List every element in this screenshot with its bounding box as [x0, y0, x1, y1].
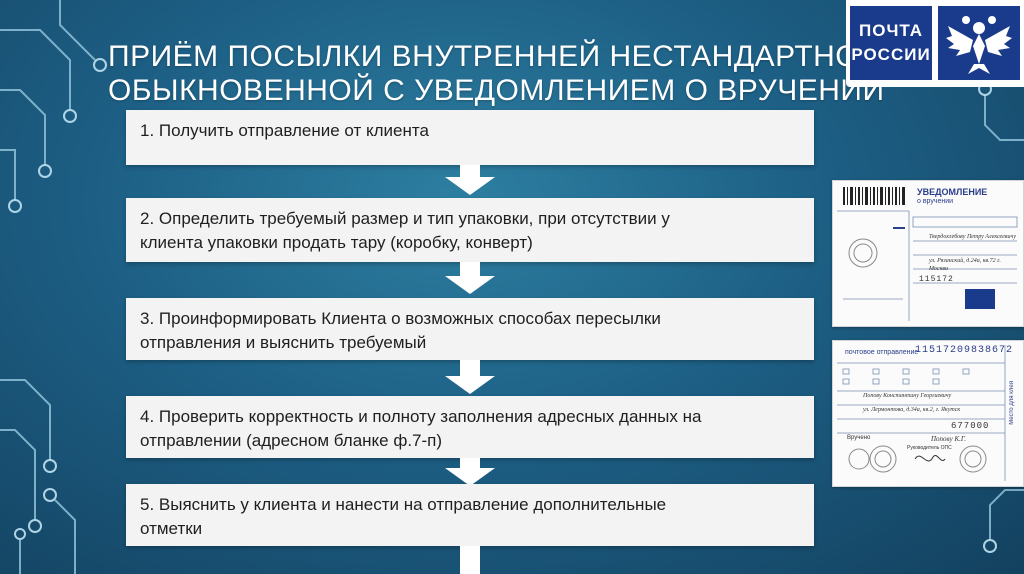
form-2-delivered-value: Попову К.Г.: [931, 435, 967, 443]
form-1-name-value: Твердохлебову Петру Алексеевичу: [929, 234, 1016, 240]
page-title: Приём посылки внутренней нестандартной о…: [108, 40, 885, 108]
step-4-line-1: 4. Проверить корректность и полноту запо…: [140, 407, 702, 426]
russian-post-logo: ПОЧТА РОССИИ: [846, 0, 1024, 87]
double-headed-eagle-icon: [938, 6, 1020, 80]
step-1-line-1: 1. Получить отправление от клиента: [140, 121, 429, 140]
arrow-down-icon: [445, 165, 495, 195]
title-line-1: Приём посылки внутренней нестандартной: [108, 40, 882, 73]
form-2-name-value: Попову Константину Георгиевичу: [863, 393, 952, 399]
form-2-address-value: ул. Лермонтова, д.34а, кв.2, г. Якутск: [863, 407, 961, 413]
step-3-box: 3. Проинформировать Клиента о возможных …: [126, 298, 814, 360]
form-1-index-value: 115172: [919, 275, 954, 284]
form-1-subheading: о вручении: [917, 198, 954, 205]
form-1-drawing: [837, 187, 1018, 321]
delivery-notice-form-1: УВЕДОМЛЕНИЕ о вручении Твердохлебову Пет…: [832, 180, 1024, 327]
postal-item-form-2: почтовое отправление 11517209838672 Попо…: [832, 340, 1024, 487]
step-2-line-1: 2. Определить требуемый размер и тип упа…: [140, 209, 670, 228]
step-1-box: 1. Получить отправление от клиента: [126, 110, 814, 165]
form-2-side-label: Место для клея: [1009, 381, 1015, 425]
arrow-down-icon: [445, 360, 495, 394]
step-5-line-2: отметки: [140, 519, 203, 538]
step-2-box: 2. Определить требуемый размер и тип упа…: [126, 198, 814, 262]
logo-line-1: ПОЧТА: [859, 21, 923, 40]
arrow-down-icon: [460, 546, 480, 574]
form-2-head-label: Руководитель ОПС: [907, 445, 952, 451]
arrow-down-icon: [445, 262, 495, 294]
form-2-drawing: [837, 345, 1006, 481]
form-1-address-value: ул. Рязанский, д.24а, кв.72 г. Москва: [929, 258, 1001, 272]
form-2-index-value: 677000: [951, 421, 990, 431]
step-5-line-1: 5. Выяснить у клиента и нанести на отпра…: [140, 495, 667, 514]
title-line-2: обыкновенной с уведомлением о вручении: [108, 74, 885, 107]
step-3-line-2: отправления и выяснить требуемый: [140, 333, 427, 352]
step-2-line-2: клиента упаковки продать тару (коробку, …: [140, 233, 533, 252]
form-2-heading: почтовое отправление: [845, 349, 919, 356]
form-2-delivered-label: Вручено: [847, 435, 871, 441]
form-2-barcode-value: 11517209838672: [915, 345, 1014, 356]
step-4-box: 4. Проверить корректность и полноту запо…: [126, 396, 814, 458]
logo-wordmark: ПОЧТА РОССИИ: [850, 6, 932, 80]
step-5-box: 5. Выяснить у клиента и нанести на отпра…: [126, 484, 814, 546]
step-4-line-2: отправлении (адресном бланке ф.7-п): [140, 431, 443, 450]
form-1-heading: УВЕДОМЛЕНИЕ: [917, 187, 988, 197]
arrow-down-icon: [445, 458, 495, 486]
step-3-line-1: 3. Проинформировать Клиента о возможных …: [140, 309, 661, 328]
logo-line-2: РОССИИ: [851, 45, 931, 64]
